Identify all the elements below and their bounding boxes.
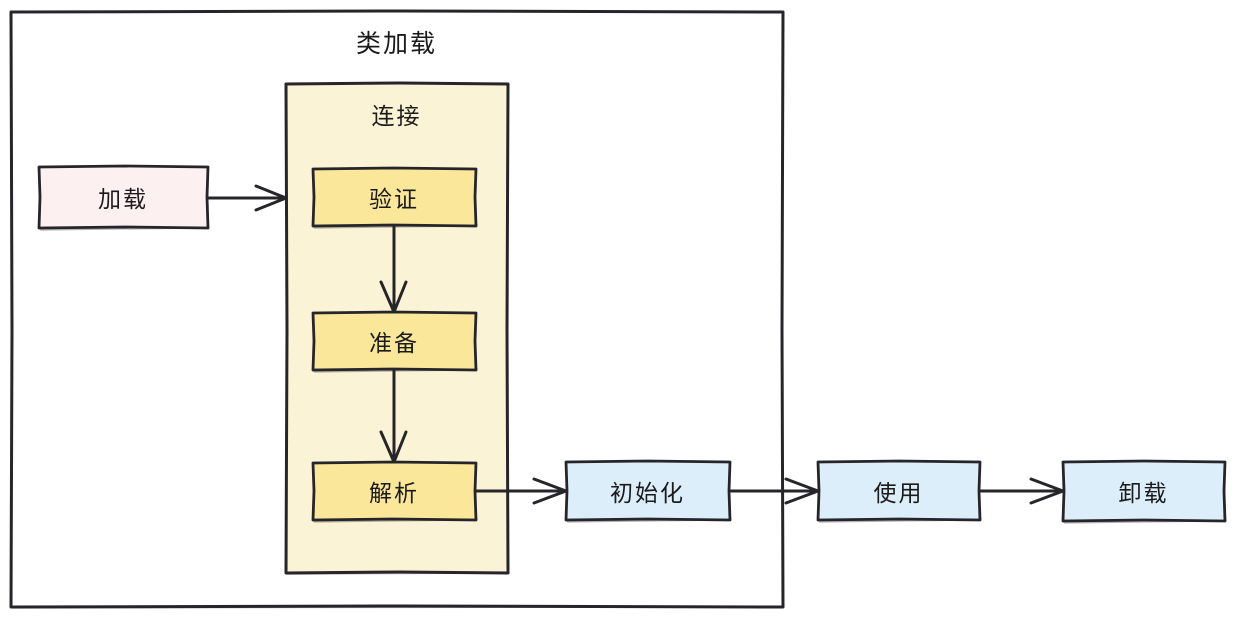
node-resolve-shape [311, 460, 478, 523]
edge-initialize-to-use [729, 477, 820, 505]
node-unload[interactable] [1062, 461, 1225, 521]
edge-load-to-verify [206, 184, 288, 212]
node-initialize[interactable] [565, 461, 730, 520]
node-resolve[interactable] [312, 462, 476, 520]
node-unload-shape [1061, 459, 1227, 524]
edge-use-to-unload [979, 477, 1065, 505]
node-load[interactable] [38, 166, 208, 228]
node-verify[interactable] [312, 168, 476, 226]
node-load-shape [37, 164, 210, 231]
node-verify-shape [311, 166, 478, 229]
edge-prepare-to-resolve [379, 369, 408, 464]
edge-resolve-to-initialize [475, 477, 568, 505]
node-prepare-shape [311, 310, 478, 373]
edge-verify-to-prepare [379, 225, 408, 314]
node-use-shape [816, 459, 982, 523]
node-prepare[interactable] [312, 312, 476, 370]
node-initialize-shape [564, 459, 732, 523]
node-use[interactable] [817, 461, 980, 520]
